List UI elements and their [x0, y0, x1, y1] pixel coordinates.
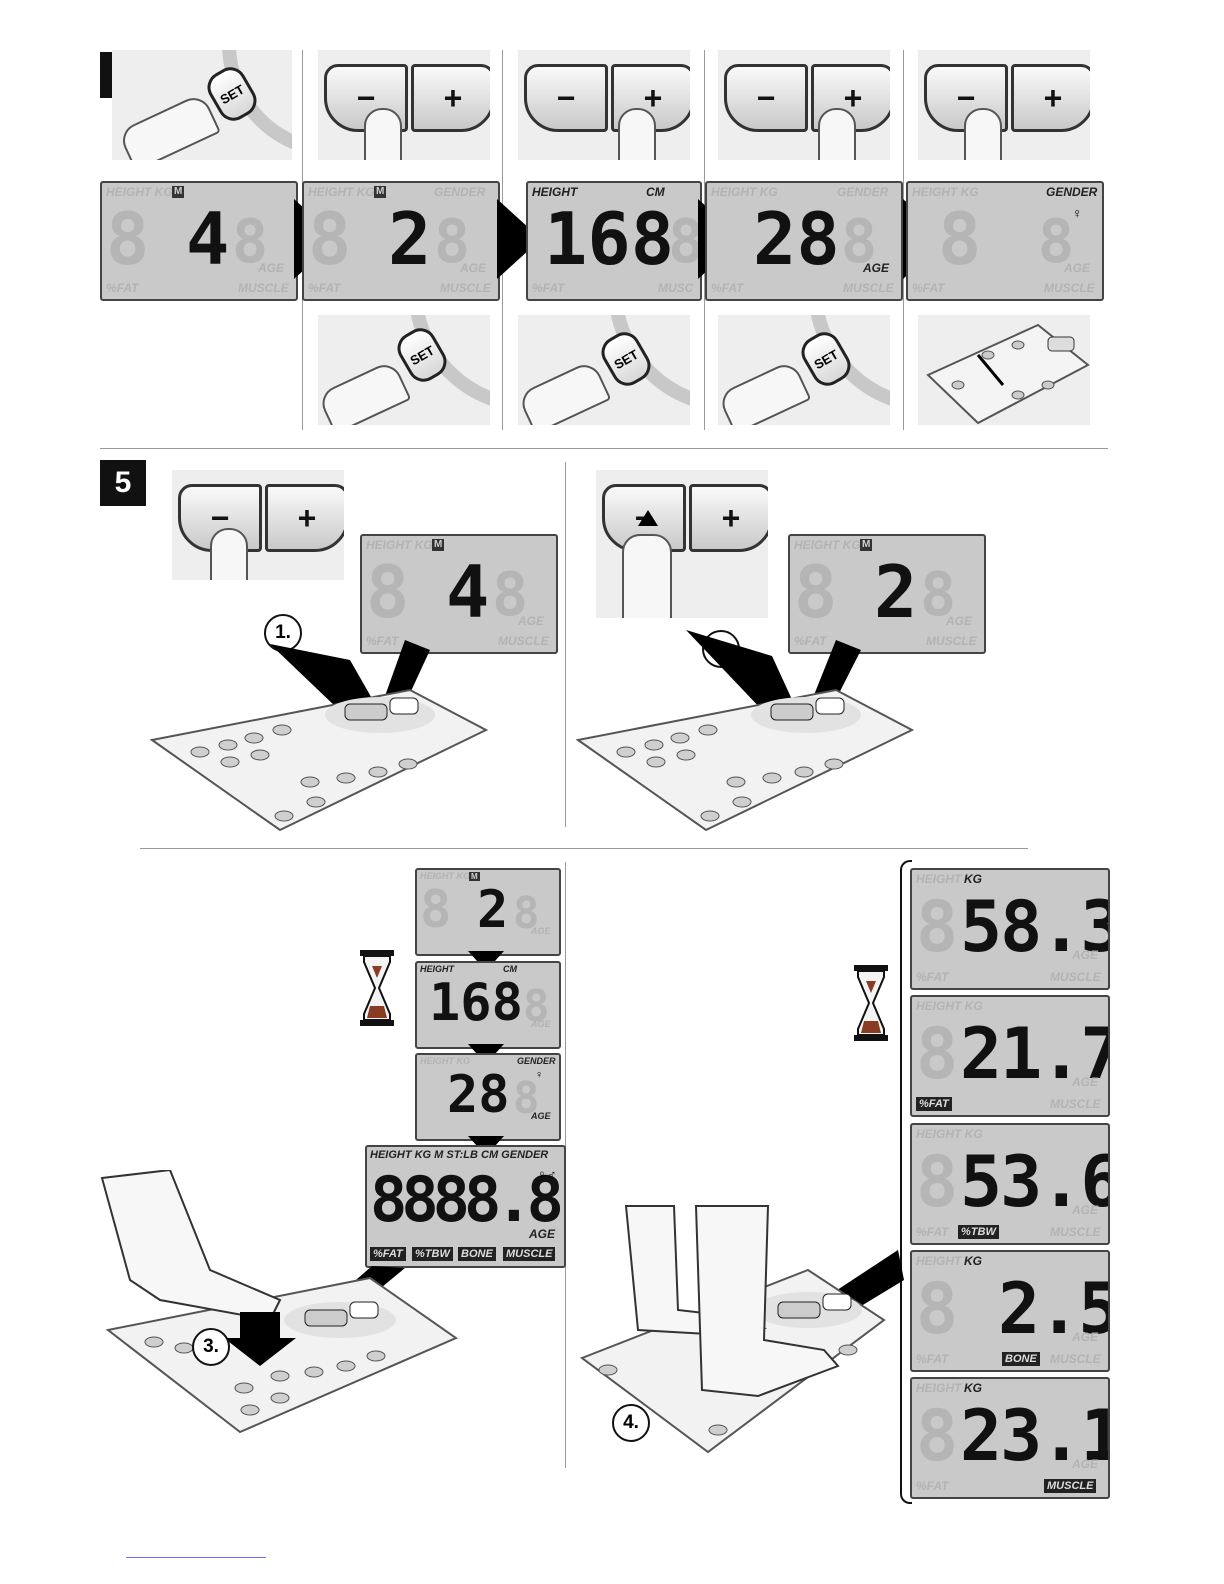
hourglass-icon — [854, 965, 888, 1041]
divider — [565, 462, 566, 827]
lcd-display: HEIGHT KG GENDER ♀ 8 8 AGE %FAT MUSCLE — [906, 181, 1104, 301]
finger-icon — [622, 534, 672, 618]
press-minus-illustration: − + — [918, 50, 1090, 160]
press-set-illustration: SET — [318, 315, 490, 425]
step-5-badge: 5 — [100, 460, 146, 506]
female-gender-icon: ♀ — [1072, 205, 1083, 221]
lcd-display: HEIGHT KG M GENDER 8 2 8 AGE %FAT MUSCLE — [302, 181, 500, 301]
section-divider — [100, 448, 1108, 449]
minus-key: − — [524, 64, 608, 132]
lcd-display: HEIGHT KG M 8 2 8 AGE — [415, 868, 561, 956]
press-plus-illustration: − + — [718, 50, 890, 160]
minus-key: − — [724, 64, 808, 132]
lcd-display: HEIGHT KG GENDER ♀ 28 8 AGE — [415, 1053, 561, 1141]
press-set-illustration: SET — [718, 315, 890, 425]
step-marker-3: 3. — [192, 1328, 230, 1366]
result-display-weight: HEIGHT KG 8 58.3 AGE %FAT MUSCLE — [910, 868, 1110, 990]
finger-icon — [718, 359, 812, 425]
press-minus-illustration: − + — [318, 50, 490, 160]
step-marker-4: 4. — [612, 1404, 650, 1442]
lcd-display: HEIGHT KG M 8 2 8 AGE %FAT MUSCLE — [788, 534, 986, 654]
result-display-tbw: HEIGHT KG 8 53.6 AGE %FAT %TBW MUSCLE — [910, 1123, 1110, 1245]
finger-icon — [964, 108, 1002, 160]
foot-on-scale-illustration — [100, 1170, 459, 1434]
lcd-display: HEIGHT CM 168 8 AGE — [415, 961, 561, 1049]
footer-rule — [126, 1557, 266, 1558]
female-gender-icon: ♀ — [535, 1069, 544, 1081]
lcd-display: HEIGHT KG M 8 4 8 AGE %FAT MUSCLE — [360, 534, 558, 654]
press-set-illustration: SET — [518, 315, 690, 425]
press-plus-illustration: − + — [518, 50, 690, 160]
hourglass-icon — [360, 950, 394, 1026]
press-minus-illustration: − + — [596, 470, 768, 618]
section-divider — [140, 848, 1028, 849]
finger-icon — [518, 359, 612, 425]
press-minus-illustration: − + — [172, 470, 344, 580]
lcd-display: HEIGHT CM 168 8 %FAT MUSC — [526, 181, 702, 301]
lcd-display: HEIGHT KG M 8 4 8 AGE %FAT MUSCLE — [100, 181, 298, 301]
result-display-fat: HEIGHT KG 8 21.7 AGE %FAT MUSCLE — [910, 995, 1110, 1117]
plus-key: + — [265, 484, 344, 552]
gender-icons: ♀♂ — [537, 1167, 557, 1182]
finger-icon — [818, 108, 856, 160]
press-set-illustration: SET — [112, 50, 292, 160]
scale-icon — [926, 323, 1090, 425]
plus-key: + — [411, 64, 490, 132]
scale-illustration — [576, 630, 915, 832]
finger-icon — [210, 528, 248, 580]
results-bracket — [900, 860, 912, 1504]
plus-key: + — [1011, 64, 1090, 132]
lcd-display-full: HEIGHT KG M ST:LB CM GENDER 8888.8 ♀♂ AG… — [365, 1145, 566, 1268]
finger-icon — [364, 108, 402, 160]
result-display-bone: HEIGHT KG 8 2.5 AGE %FAT BONE MUSCLE — [910, 1250, 1110, 1372]
result-display-muscle: HEIGHT KG 8 23.1 AGE %FAT MUSCLE — [910, 1377, 1110, 1499]
finger-icon — [618, 108, 656, 160]
scale-touch-illustration — [918, 315, 1090, 425]
plus-key: + — [689, 484, 768, 552]
feet-on-scale-illustration — [579, 1205, 904, 1454]
up-arrow-icon — [638, 510, 658, 526]
finger-icon — [318, 359, 412, 425]
step-marker-1: 1. — [264, 614, 302, 652]
finger-icon — [117, 92, 221, 160]
lcd-display: HEIGHT KG GENDER 28 8 AGE %FAT MUSCLE — [705, 181, 903, 301]
scale-illustration — [150, 640, 489, 832]
